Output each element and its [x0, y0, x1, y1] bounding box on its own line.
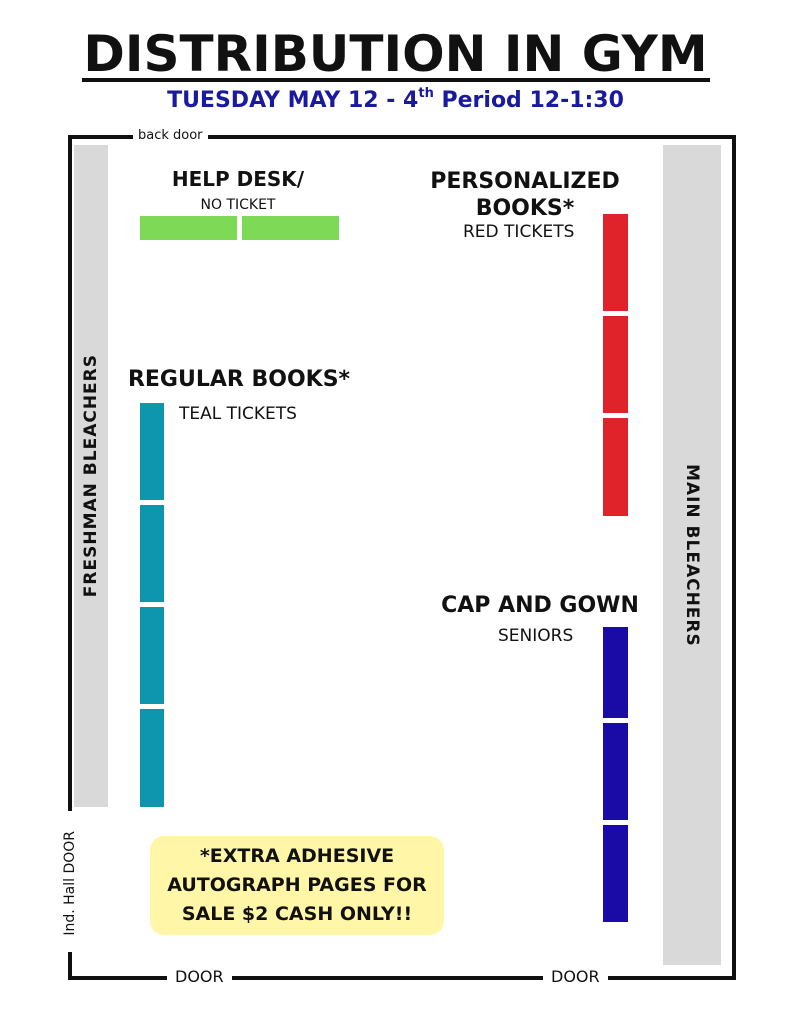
subtitle-time: Period 12-1:30 — [433, 88, 624, 113]
subtitle-superscript: th — [418, 86, 434, 101]
regular-books-title: REGULAR BOOKS* — [127, 367, 351, 392]
cap-gown-title: CAP AND GOWN — [441, 593, 639, 618]
wall-left-upper — [68, 135, 72, 811]
freshman-bleachers-label: FRESHMAN BLEACHERS — [81, 354, 101, 598]
door-right-label: DOOR — [543, 967, 608, 986]
hall-door-label: Ind. Hall DOOR — [58, 818, 82, 948]
note-line-1: *EXTRA ADHESIVE — [199, 845, 395, 867]
subtitle-date: TUESDAY MAY 12 - 4 — [167, 88, 419, 113]
wall-top — [68, 135, 736, 139]
regular-table-3 — [140, 607, 164, 704]
page-title: DISTRIBUTION IN GYM — [83, 25, 708, 83]
personalized-table-1 — [603, 214, 628, 311]
personalized-subtitle: RED TICKETS — [463, 222, 575, 242]
cap-gown-table-2 — [603, 723, 628, 820]
regular-table-2 — [140, 505, 164, 602]
wall-left-lower — [68, 952, 72, 980]
help-desk-table-1 — [140, 216, 237, 240]
wall-right — [732, 135, 736, 980]
title-underline — [82, 78, 710, 82]
help-desk-title: HELP DESK/ — [171, 167, 305, 191]
help-desk-subtitle: NO TICKET — [200, 197, 276, 213]
event-subtitle: TUESDAY MAY 12 - 4th Period 12-1:30 — [0, 86, 791, 113]
personalized-table-2 — [603, 316, 628, 413]
personalized-title: PERSONALIZED BOOKS* — [420, 168, 630, 222]
regular-table-1 — [140, 403, 164, 500]
autograph-pages-note: *EXTRA ADHESIVE AUTOGRAPH PAGES FOR SALE… — [150, 836, 444, 935]
personalized-title-line2: BOOKS* — [475, 196, 575, 221]
note-line-2: AUTOGRAPH PAGES FOR — [167, 874, 427, 896]
regular-books-subtitle: TEAL TICKETS — [179, 404, 297, 424]
wall-bottom — [68, 976, 736, 980]
personalized-table-3 — [603, 418, 628, 516]
cap-gown-table-1 — [603, 627, 628, 718]
help-desk-table-2 — [242, 216, 339, 240]
cap-gown-subtitle: SENIORS — [498, 626, 574, 646]
main-bleachers-label: MAIN BLEACHERS — [682, 463, 702, 647]
main-bleachers: MAIN BLEACHERS — [663, 145, 721, 965]
back-door-label: back door — [133, 128, 208, 143]
note-line-3: SALE $2 CASH ONLY!! — [181, 903, 413, 925]
hall-door-text: Ind. Hall DOOR — [62, 830, 78, 936]
door-left-label: DOOR — [167, 967, 232, 986]
cap-gown-table-3 — [603, 825, 628, 922]
personalized-title-line1: PERSONALIZED — [430, 169, 620, 194]
regular-table-4 — [140, 709, 164, 807]
freshman-bleachers: FRESHMAN BLEACHERS — [74, 145, 108, 807]
